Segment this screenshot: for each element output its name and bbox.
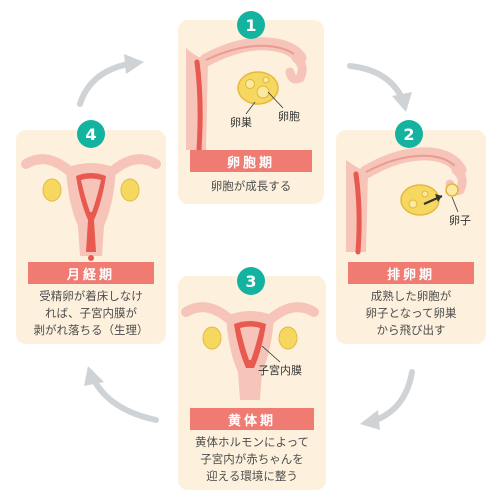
phase-desc-menstrual: 受精卵が着床しなけ れば、子宮内膜が 剥がれ落ちる（生理） (16, 288, 166, 339)
stage-card-follicular (178, 20, 324, 204)
phase-title-ovulation: 排卵期 (348, 262, 474, 284)
desc-line: 卵子となって卵巣 (365, 306, 457, 320)
stage-number-4: 4 (77, 120, 105, 148)
desc-line: 成熟した卵胞が (370, 289, 452, 303)
cycle-arrow-2-to-3 (360, 369, 415, 430)
phase-desc-ovulation: 成熟した卵胞が 卵子となって卵巣 から飛び出す (336, 288, 486, 339)
phase-title-menstrual: 月経期 (28, 262, 154, 284)
cycle-arrow-4-to-1 (77, 54, 144, 107)
stage-number-3: 3 (237, 267, 265, 295)
desc-line: 子宮内が赤ちゃんを (200, 452, 304, 466)
label-egg: 卵子 (449, 214, 471, 227)
phase-title-luteal: 黄体期 (190, 408, 314, 430)
cycle-arrow-3-to-4 (84, 366, 159, 423)
desc-line: れば、子宮内膜が (45, 306, 137, 320)
desc-line: 黄体ホルモンによって (194, 435, 310, 449)
phase-desc-follicular: 卵胞が成長する (178, 178, 324, 195)
stage-number-1: 1 (237, 11, 265, 39)
desc-line: 受精卵が着床しなけ (39, 289, 143, 303)
phase-title-follicular: 卵胞期 (190, 150, 312, 172)
label-endometrium: 子宮内膜 (258, 364, 302, 377)
label-ovary: 卵巣 (230, 116, 252, 129)
desc-line: から飛び出す (376, 323, 446, 337)
label-follicle: 卵胞 (278, 110, 300, 123)
cycle-arrow-1-to-2 (347, 63, 412, 112)
desc-line: 剥がれ落ちる（生理） (33, 323, 149, 337)
phase-desc-luteal: 黄体ホルモンによって 子宮内が赤ちゃんを 迎える環境に整う (178, 434, 326, 485)
desc-line: 卵胞が成長する (210, 179, 292, 193)
desc-line: 迎える環境に整う (206, 469, 298, 483)
stage-number-2: 2 (395, 120, 423, 148)
